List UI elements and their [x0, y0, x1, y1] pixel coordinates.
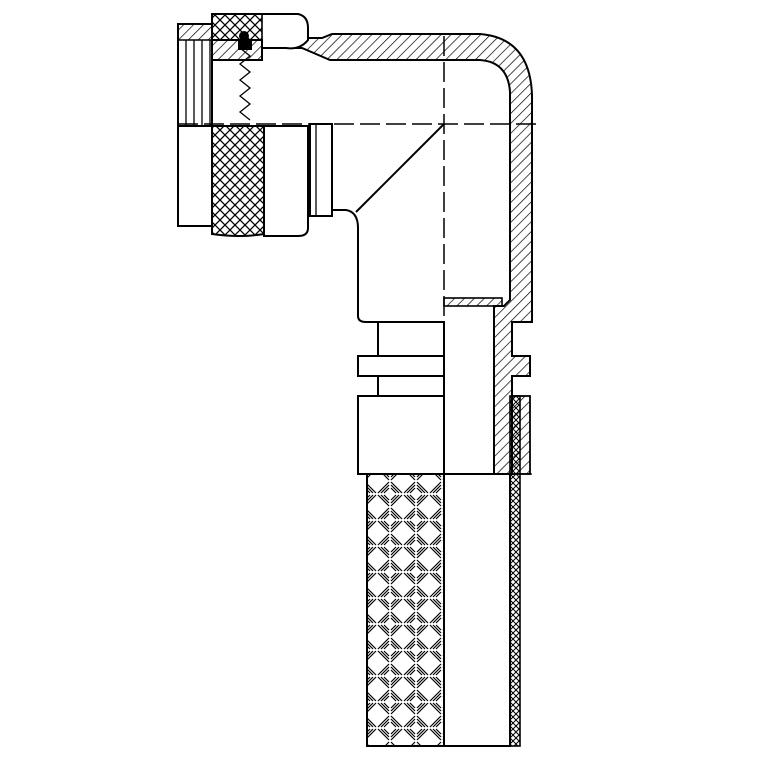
knurled-grip — [211, 125, 309, 237]
outer-jacket — [443, 395, 521, 747]
o-ring — [239, 31, 249, 41]
backshell-sleeve — [377, 321, 445, 357]
clamp-ring — [357, 355, 445, 397]
braided-shield — [366, 473, 445, 747]
center-lines — [178, 36, 536, 475]
elbow-body-outline — [309, 123, 445, 323]
